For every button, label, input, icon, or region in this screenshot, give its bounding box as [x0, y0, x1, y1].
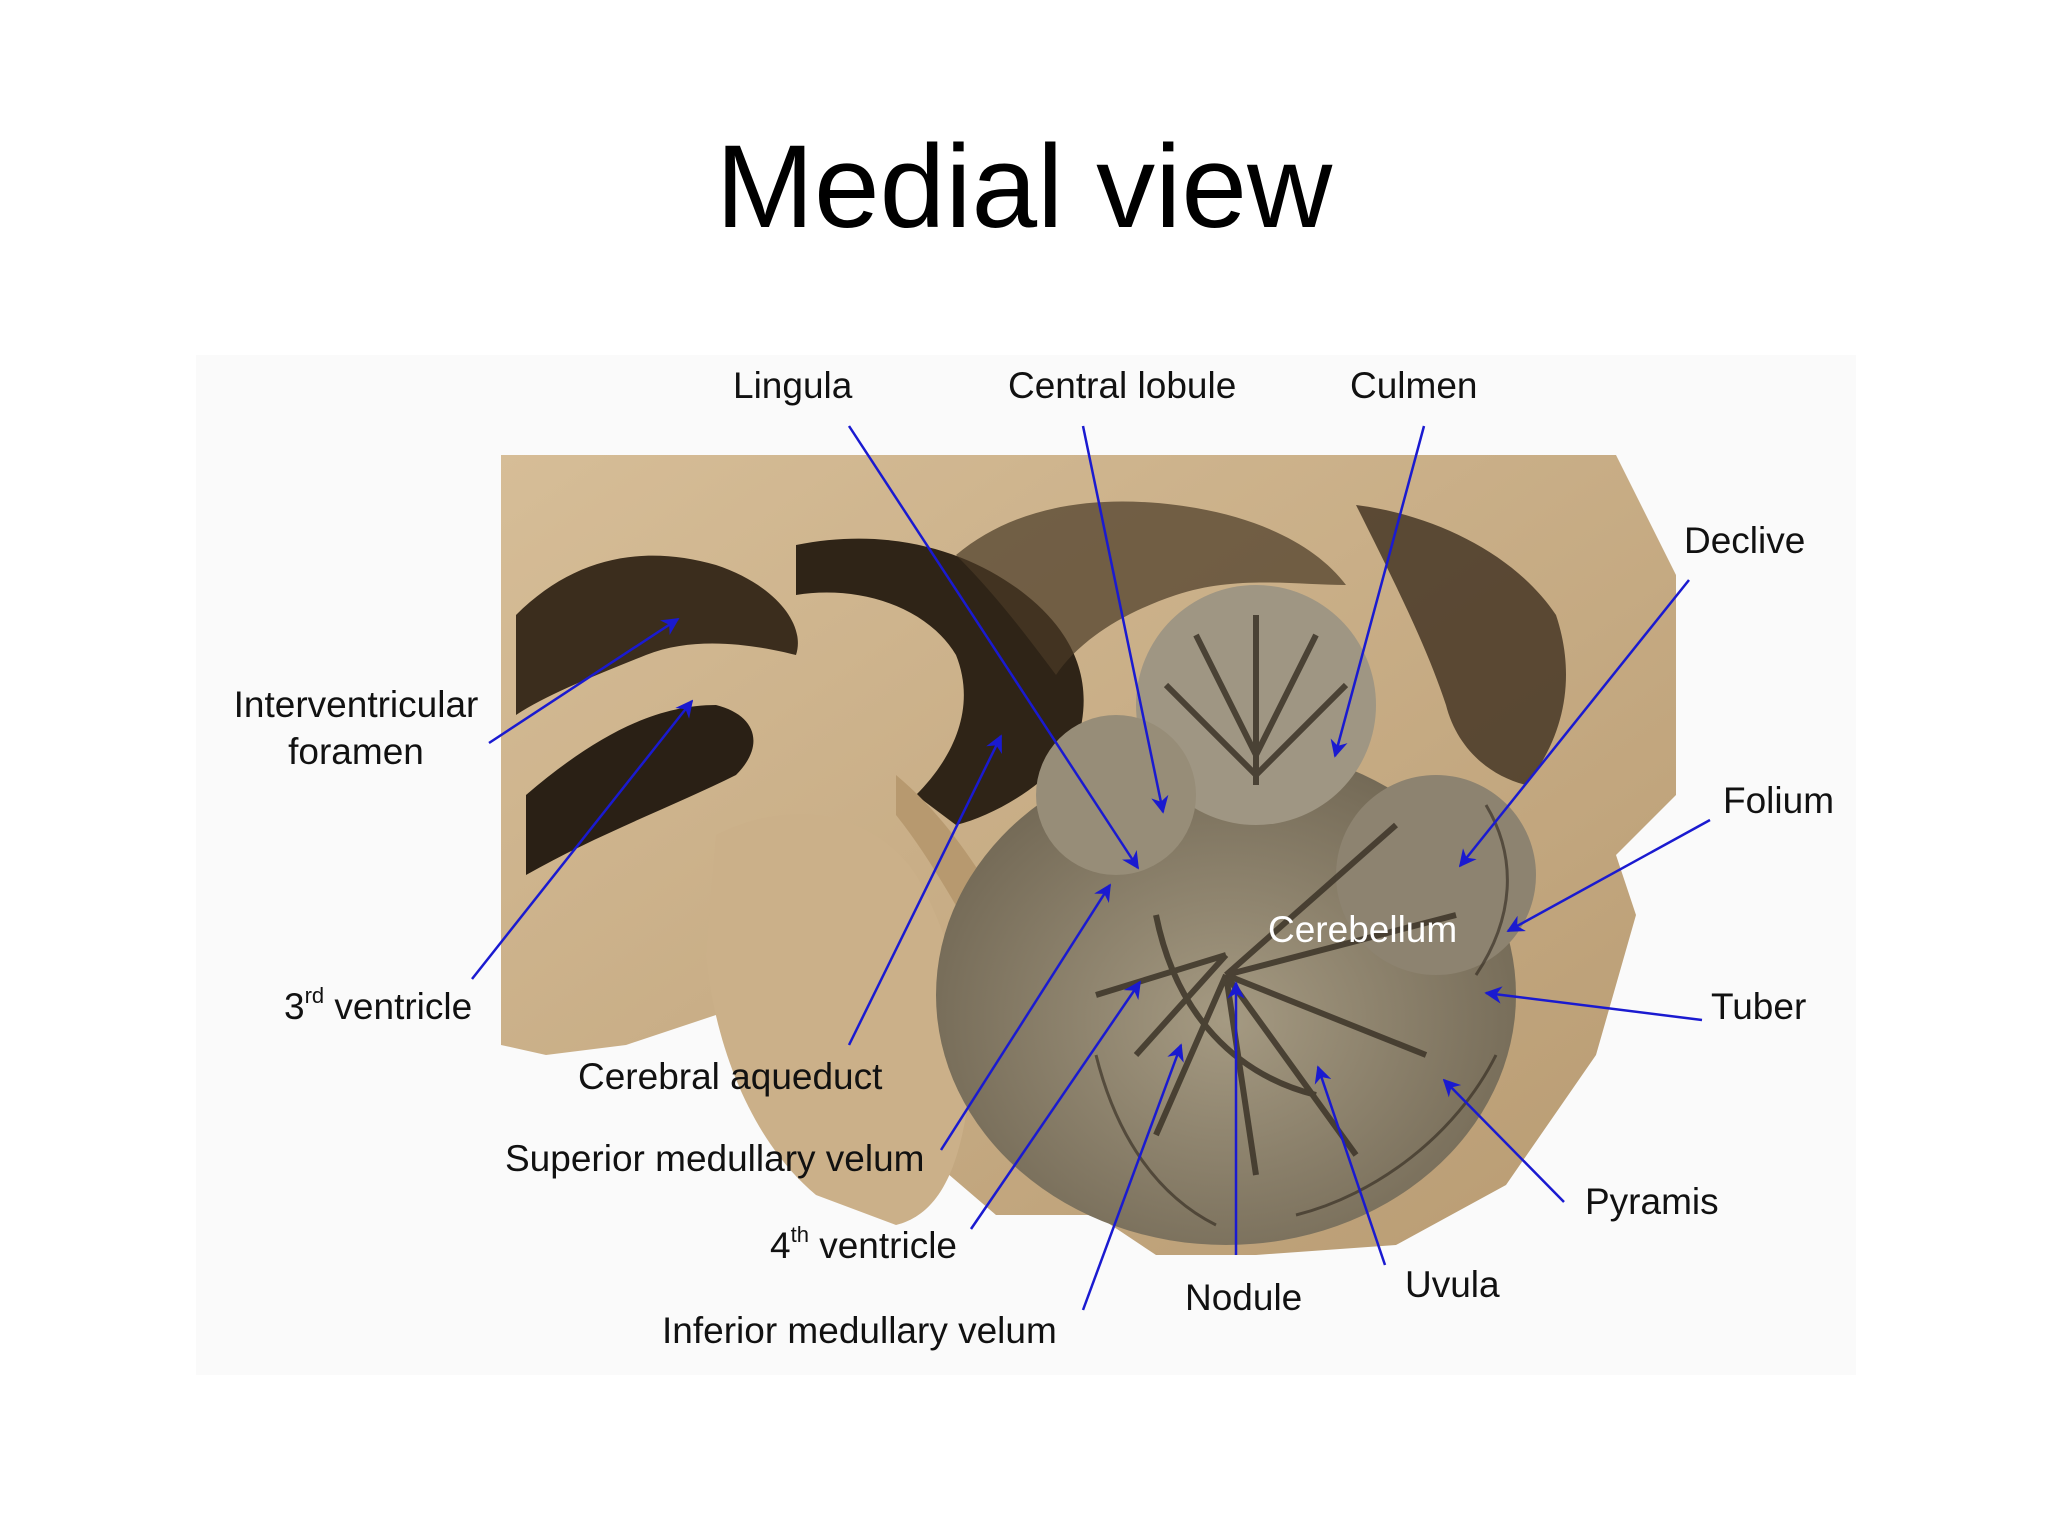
label-cerebellum: Cerebellum [1268, 909, 1458, 950]
label-interventricular-line2: foramen [288, 731, 424, 772]
label-uvula: Uvula [1405, 1264, 1500, 1305]
brain-section-image [471, 425, 1711, 1311]
cerebellum-tissue [936, 585, 1536, 1245]
label-interventricular-foramen: Interventricular foramen [226, 686, 486, 770]
slide-title: Medial view [715, 121, 1333, 253]
label-folium: Folium [1723, 780, 1835, 821]
arrow-tuber [1484, 986, 1703, 1022]
arrow-interventricular [488, 617, 680, 745]
third-ventricle-number: 3 [284, 986, 305, 1027]
arrow-central-lobule [1081, 425, 1169, 814]
label-tuber: Tuber [1711, 986, 1807, 1027]
arrow-declive [1458, 579, 1690, 868]
label-interventricular-line1: Interventricular [233, 684, 479, 725]
label-declive: Declive [1684, 520, 1806, 561]
fourth-ventricle-suffix: th [790, 1222, 809, 1247]
label-culmen: Culmen [1350, 365, 1478, 406]
arrow-superior-medullary-velum [939, 883, 1112, 1151]
arrow-culmen [1330, 425, 1426, 758]
arrow-cerebral-aqueduct [847, 734, 1003, 1046]
label-pyramis: Pyramis [1585, 1181, 1719, 1222]
label-cerebral-aqueduct: Cerebral aqueduct [578, 1056, 883, 1097]
arrow-folium [1506, 818, 1711, 933]
fourth-ventricle-number: 4 [770, 1225, 791, 1266]
label-central-lobule: Central lobule [1008, 365, 1237, 406]
label-nodule: Nodule [1185, 1277, 1303, 1318]
third-ventricle-suffix: rd [304, 983, 325, 1008]
label-superior-medullary-velum: Superior medullary velum [505, 1138, 925, 1179]
arrow-third-ventricle [471, 699, 694, 980]
annotation-arrows [471, 425, 1711, 1311]
third-ventricle-text: ventricle [324, 986, 473, 1027]
figure-panel [196, 355, 1856, 1375]
fourth-ventricle-text: ventricle [808, 1225, 957, 1266]
arrow-uvula [1314, 1065, 1387, 1266]
arrow-fourth-ventricle [969, 980, 1142, 1230]
label-third-ventricle: 3rd ventricle [284, 985, 473, 1027]
arrow-inferior-medullary-velum [1081, 1043, 1184, 1311]
label-lingula: Lingula [733, 365, 853, 406]
label-inferior-medullary-velum: Inferior medullary velum [662, 1310, 1057, 1351]
label-fourth-ventricle: 4th ventricle [770, 1224, 957, 1266]
arrow-pyramis [1442, 1078, 1565, 1203]
arrow-lingula [847, 425, 1140, 870]
